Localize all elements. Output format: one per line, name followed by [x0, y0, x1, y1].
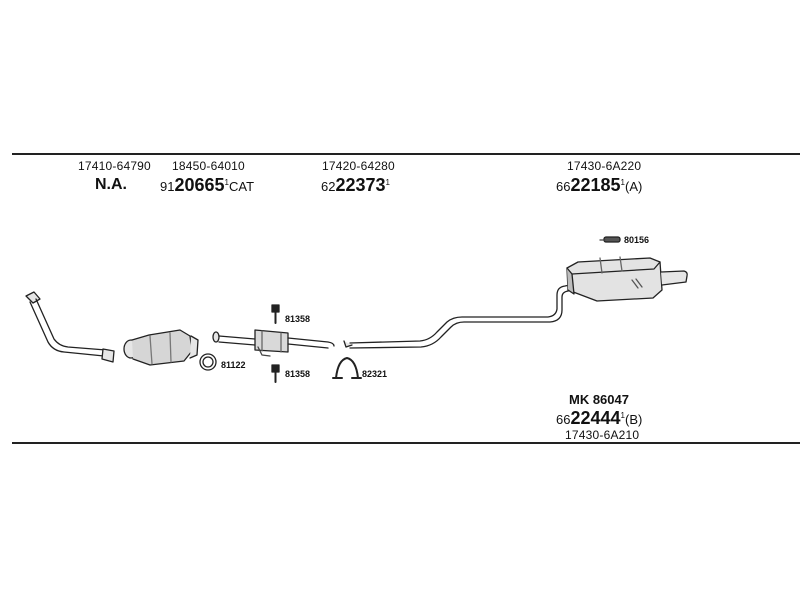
- part-number-catalyst: 91206651CAT: [160, 176, 254, 195]
- part-suffix: (B): [624, 412, 643, 427]
- part-number: 22373: [335, 175, 386, 195]
- callout-bolt-bottom: 81358: [285, 369, 311, 379]
- part-number-rear-alt: 66224441(B): [556, 409, 642, 428]
- part-sup: 1: [385, 178, 390, 187]
- bolt-bottom: [271, 364, 280, 383]
- middle-pipe: [343, 281, 586, 349]
- oem-number-front-pipe: 17410-64790: [78, 159, 151, 173]
- top-divider: [12, 153, 800, 155]
- callout-bolt-top: 81358: [285, 314, 311, 324]
- bottom-divider: [12, 442, 800, 444]
- part-sup: 1: [620, 178, 625, 187]
- part-suffix: (A): [624, 179, 643, 194]
- part-number: 22444: [570, 408, 621, 428]
- part-prefix: 62: [321, 179, 336, 194]
- pipe-clamp: [332, 357, 362, 379]
- gasket-ring: [199, 353, 217, 371]
- oem-number-rear-alt: 17430-6A210: [565, 428, 640, 442]
- part-prefix: 91: [160, 179, 175, 194]
- oem-number-rear-silencer: 17430-6A220: [567, 159, 642, 173]
- rubber-hanger: [603, 236, 621, 243]
- part-prefix: 66: [556, 179, 571, 194]
- front-pipe: [25, 291, 115, 363]
- part-number: 20665: [174, 175, 225, 195]
- oem-number-middle-pipe: 17420-64280: [322, 159, 395, 173]
- oem-number-catalyst: 18450-64010: [172, 159, 245, 173]
- callout-gasket: 81122: [221, 360, 246, 370]
- callout-clamp: 82321: [362, 369, 388, 379]
- part-number-rear-silencer: 66221851(A): [556, 176, 642, 195]
- part-number-middle-pipe: 62223731: [321, 176, 390, 195]
- catalytic-converter: [123, 329, 199, 366]
- callout-hanger: 80156: [624, 235, 650, 245]
- mounting-kit-number: MK 86047: [569, 392, 629, 407]
- part-sup: 1: [620, 411, 625, 420]
- rear-silencer: [566, 256, 688, 302]
- status-not-available: N.A.: [95, 176, 127, 193]
- part-prefix: 66: [556, 412, 571, 427]
- part-suffix: CAT: [228, 179, 255, 194]
- part-sup: 1: [224, 178, 229, 187]
- middle-silencer: [212, 329, 335, 357]
- bolt-top: [271, 304, 280, 324]
- part-number: 22185: [570, 175, 621, 195]
